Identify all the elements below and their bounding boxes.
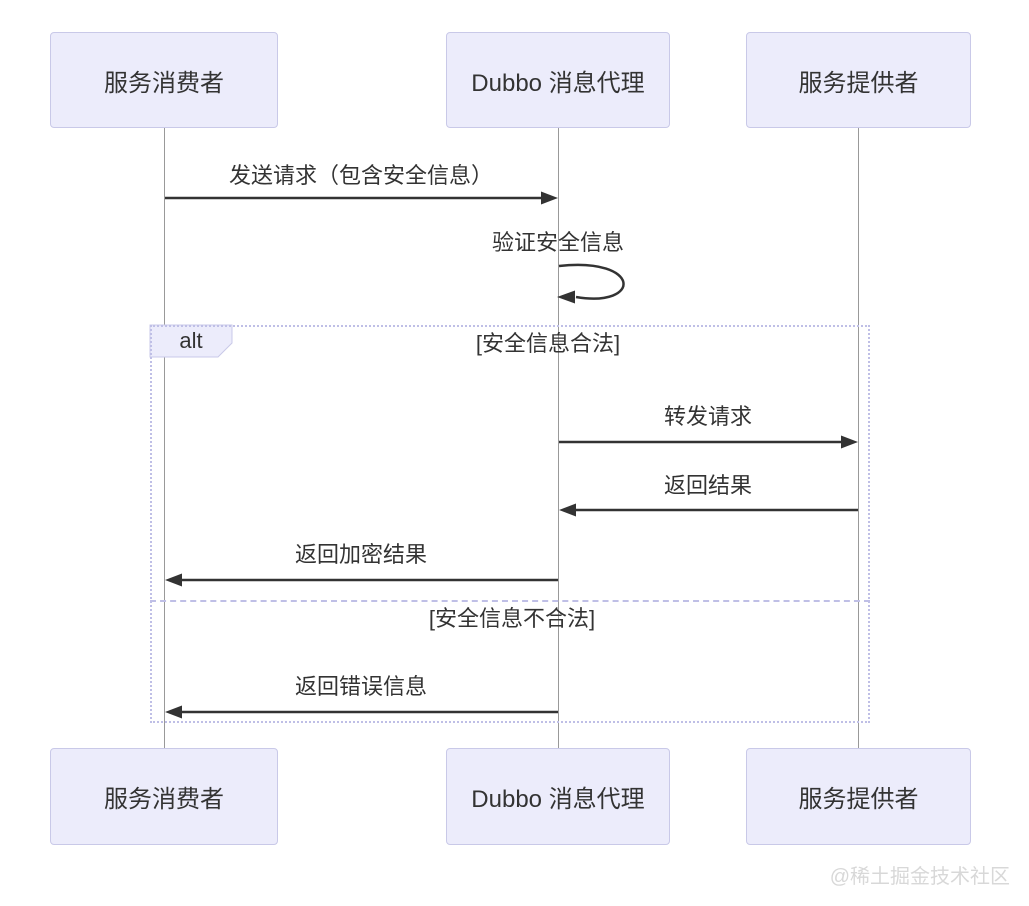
message-label-encrypted-result: 返回加密结果 [294,542,428,567]
actor-bottom-provider: 服务提供者 [746,748,971,845]
actor-label: 服务提供者 [798,786,919,813]
message-label-validate: 验证安全信息 [491,230,625,255]
actor-label: 服务消费者 [104,69,224,97]
alt-condition-invalid: [安全信息不合法] [428,606,596,631]
actor-label: Dubbo 消息代理 [471,786,645,813]
actor-label: 服务消费者 [104,786,224,813]
arrowhead-forward-request [841,435,858,449]
message-label-result: 返回结果 [663,473,753,498]
arrowhead-return-encrypted [165,573,182,587]
message-label-error: 返回错误信息 [294,674,428,699]
arrowhead-send-request [541,191,558,205]
actor-top-consumer: 服务消费者 [50,32,278,128]
actor-bottom-broker: Dubbo 消息代理 [446,748,670,845]
actor-top-broker: Dubbo 消息代理 [446,32,670,128]
arrowhead-validate [557,290,575,304]
actor-bottom-consumer: 服务消费者 [50,748,278,845]
alt-condition-valid: [安全信息合法] [475,331,621,356]
alt-tag-label: alt [179,328,203,353]
message-label-forward: 转发请求 [663,404,753,429]
watermark: @稀土掘金技术社区 [829,866,1010,888]
message-label-send-request: 发送请求（包含安全信息） [228,163,494,188]
actor-top-provider: 服务提供者 [746,32,971,128]
alt-divider [150,600,870,602]
arrowhead-return-error [165,705,182,719]
self-loop-validate [558,263,625,300]
actor-label: Dubbo 消息代理 [471,69,645,97]
actor-label: 服务提供者 [798,69,919,97]
arrowhead-return-result [559,503,576,517]
